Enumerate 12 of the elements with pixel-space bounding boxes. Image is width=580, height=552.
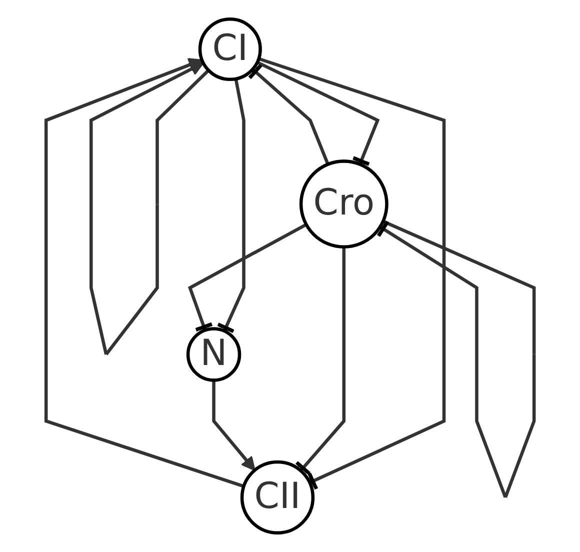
connector [258, 57, 446, 492]
connector [247, 63, 330, 165]
node-circle: N [186, 327, 241, 382]
connector [188, 223, 307, 332]
node-circle: Cro [299, 160, 388, 249]
node-circle: CI [198, 17, 262, 82]
arrow [44, 58, 244, 488]
connector [216, 78, 246, 334]
connector [256, 60, 380, 166]
arrow [212, 380, 256, 471]
connector [294, 246, 346, 476]
node-circle: CII [240, 460, 314, 535]
